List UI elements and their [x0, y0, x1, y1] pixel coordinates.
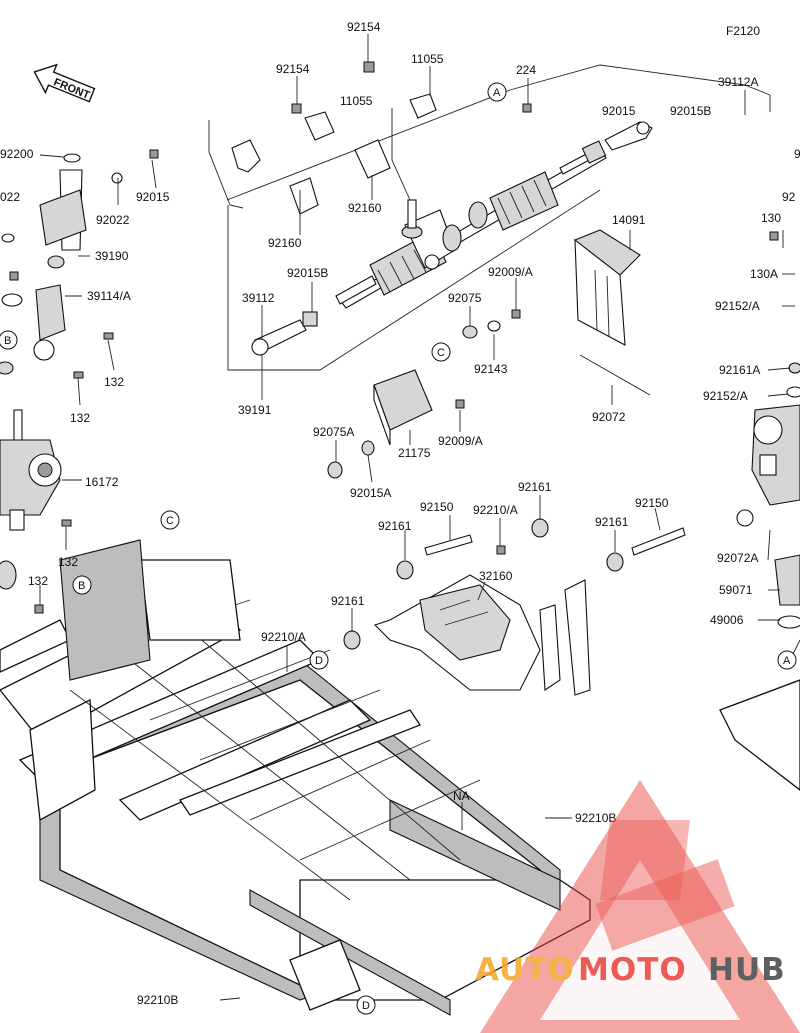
part-label: 92015A	[350, 486, 391, 500]
part-label: 92210B	[575, 811, 616, 825]
part-label: 92160	[348, 201, 382, 215]
part-label: 92015	[602, 104, 636, 118]
part-label: 92072A	[717, 551, 758, 565]
leader-lines	[39, 34, 800, 1001]
part-label: 92161	[595, 515, 629, 529]
part-label: 49006	[710, 613, 744, 627]
steering-rack-assembly	[208, 61, 771, 371]
right-side-parts	[719, 231, 800, 791]
watermark-moto: MOTO	[578, 952, 687, 988]
steering-column	[0, 149, 159, 379]
flap-14091	[573, 229, 651, 396]
part-label: 92015	[136, 190, 170, 204]
part-label: 92160	[268, 236, 302, 250]
part-label: 130A	[750, 267, 778, 281]
svg-text:A: A	[493, 87, 501, 99]
svg-text:D: D	[315, 655, 323, 667]
part-label: 39114/A	[87, 289, 131, 303]
part-label: 11055	[411, 52, 444, 66]
svg-text:D: D	[362, 1000, 370, 1012]
part-label: 92152/A	[715, 299, 760, 313]
part-label: 92210/A	[473, 503, 518, 517]
part-label: 9	[794, 147, 800, 161]
part-label: 39112	[242, 291, 275, 305]
part-label: 132	[104, 375, 124, 389]
power-steering-unit	[0, 409, 72, 614]
mid-hardware	[462, 309, 521, 339]
watermark-logo-icon	[480, 780, 800, 1033]
part-label: 92152/A	[703, 389, 748, 403]
callout-b-left: B	[0, 330, 18, 350]
callout-d-mid: D	[309, 650, 329, 670]
part-label: 224	[516, 63, 536, 77]
watermark-auto: AUTO	[475, 952, 575, 988]
part-label: 39191	[238, 403, 272, 417]
svg-text:A: A	[783, 655, 791, 667]
part-label: 92	[782, 190, 796, 204]
part-label: 92143	[474, 362, 508, 376]
part-label: NA	[453, 789, 470, 803]
front-arrow-icon: FRONT	[33, 63, 96, 103]
callout-c-frame: C	[160, 510, 180, 530]
vehicle-frame	[0, 539, 591, 1016]
callout-a-top: A	[487, 82, 507, 102]
part-label: 92072	[592, 410, 626, 424]
part-label: 92075A	[313, 425, 354, 439]
part-label: 022	[0, 190, 20, 204]
part-label: 92161	[378, 519, 412, 533]
svg-text:C: C	[437, 347, 445, 359]
svg-text:B: B	[4, 335, 11, 347]
part-label: 132	[70, 411, 90, 425]
part-label: 132	[28, 574, 48, 588]
part-label: 92161	[331, 594, 365, 608]
part-label: 92009/A	[438, 434, 483, 448]
part-label: 92150	[420, 500, 454, 514]
part-labels: 92154 11055 224 39112A 92154 11055 92200…	[0, 20, 800, 1007]
part-label: 32160	[479, 569, 513, 583]
part-label: 130	[761, 211, 781, 225]
automotohub-watermark: AUTO MOTO HUB	[475, 780, 800, 1033]
part-label: 59071	[719, 583, 753, 597]
part-label: 92154	[347, 20, 381, 34]
part-label: 92161	[518, 480, 552, 494]
callout-d-bottom: D	[356, 995, 376, 1015]
part-label: 92015B	[670, 104, 711, 118]
part-label: 92009/A	[488, 265, 533, 279]
svg-text:B: B	[78, 580, 85, 592]
part-label: 39190	[95, 249, 129, 263]
part-label: 132	[58, 555, 78, 569]
part-label: 92154	[276, 62, 310, 76]
part-label: 92210B	[137, 993, 178, 1007]
part-label: 92200	[0, 147, 34, 161]
figure-code: F2120	[726, 24, 760, 38]
part-label: 92150	[635, 496, 669, 510]
part-label: 21175	[398, 446, 431, 460]
part-label: 14091	[612, 213, 646, 227]
part-label: 39112A	[718, 75, 758, 89]
part-label: 16172	[85, 475, 119, 489]
part-label: 92075	[448, 291, 482, 305]
part-label: 92161A	[719, 363, 760, 377]
part-label: 92015B	[287, 266, 328, 280]
part-label: 11055	[340, 94, 373, 108]
watermark-hub: HUB	[708, 952, 786, 988]
callout-b-frame: B	[72, 575, 92, 595]
part-label: 92210/A	[261, 630, 306, 644]
ecu-box	[327, 369, 465, 479]
part-label: 92022	[96, 213, 130, 227]
callout-c-mid: C	[431, 342, 451, 362]
svg-text:C: C	[166, 515, 174, 527]
callout-a-right: A	[777, 650, 797, 670]
